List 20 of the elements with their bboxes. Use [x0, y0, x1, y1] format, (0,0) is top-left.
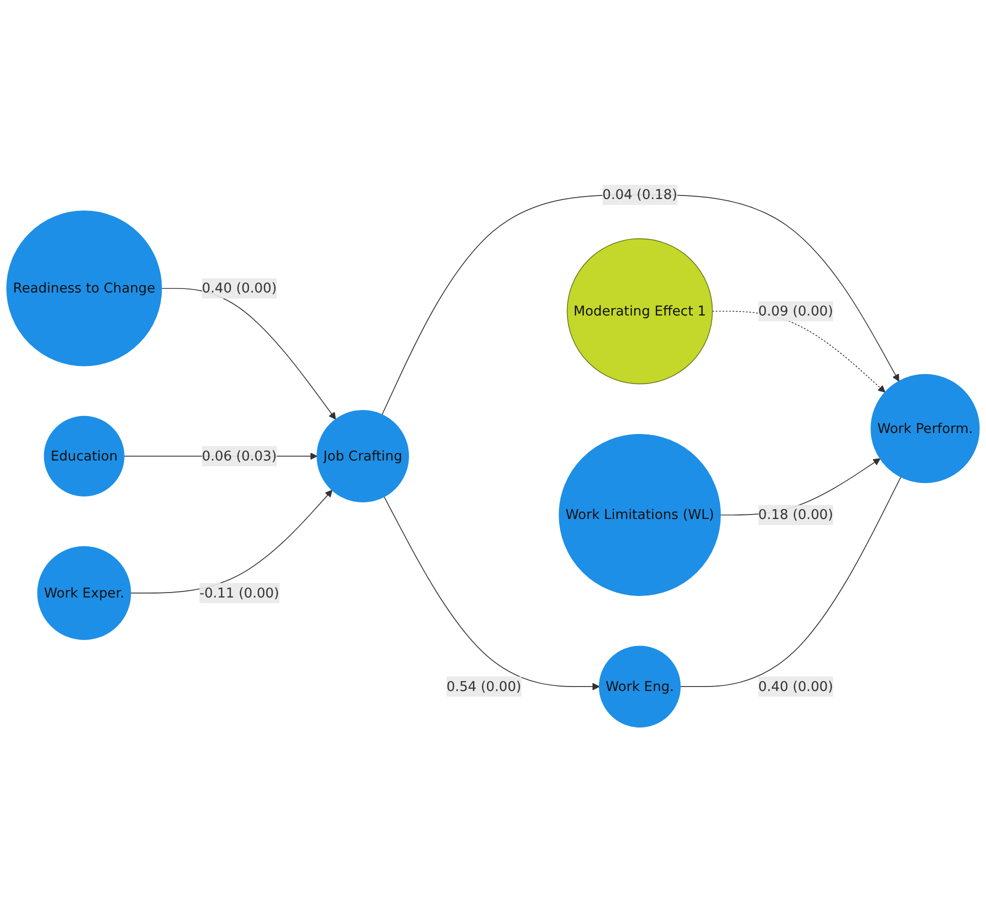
connector: [680, 476, 902, 687]
node-circle: Moderating Effect 1: [566, 238, 713, 384]
arrow: [384, 496, 600, 690]
node-circle: Work Perform.: [870, 374, 980, 483]
node-circle: Work Eng.: [598, 645, 681, 728]
node-circle: Work Exper.: [37, 546, 132, 640]
edge-label: 0.06 (0.03): [202, 447, 277, 464]
arrow: [161, 288, 336, 420]
node-circle: Readiness to Change: [6, 210, 162, 366]
edge-label: 0.09 (0.00): [758, 302, 834, 318]
arrow: [130, 489, 332, 594]
node-circle: Education: [44, 415, 124, 496]
edge-label: 0.40 (0.00): [202, 280, 277, 296]
node-circle: Work Limitations (WL): [558, 434, 721, 596]
edge-label: -0.11 (0.00): [199, 584, 280, 600]
arrow: [382, 194, 900, 415]
edge-label: 0.18 (0.00): [758, 506, 834, 522]
edge-label: 0.04 (0.18): [602, 186, 678, 202]
edge-label: 0.54 (0.00): [446, 678, 522, 694]
edge-label: 0.40 (0.00): [758, 678, 834, 694]
